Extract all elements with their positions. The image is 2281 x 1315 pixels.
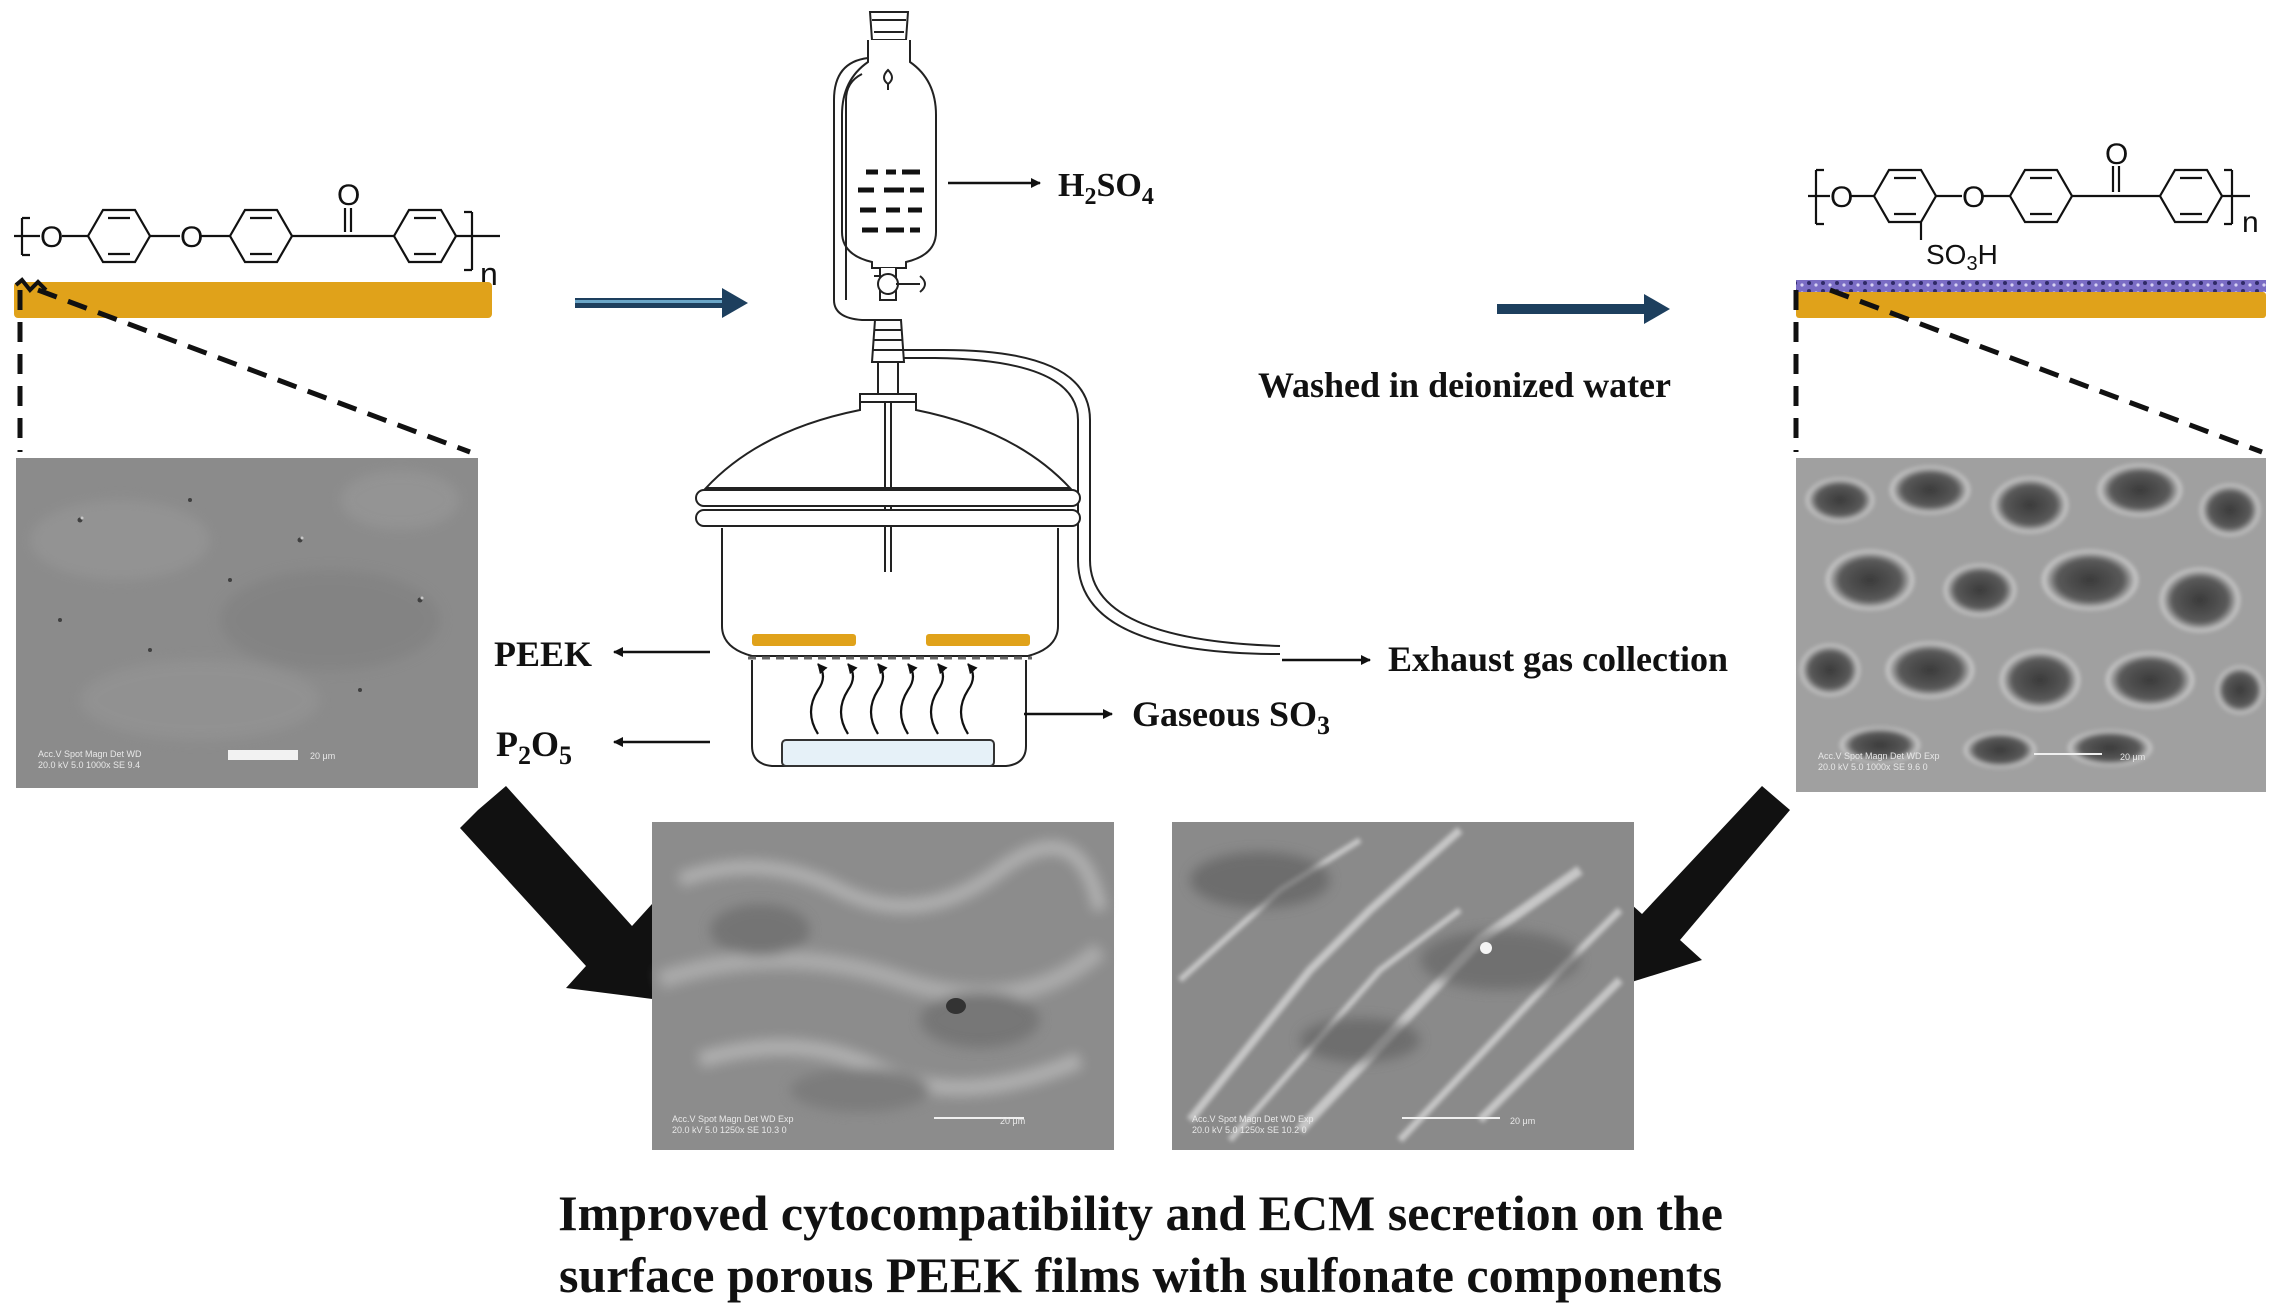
sulfonated-peek-structure	[1808, 166, 2250, 240]
sem-scale-label: 20 μm	[2120, 752, 2145, 762]
sem-scale-label: 20 μm	[310, 751, 335, 761]
sem-scale-label: 20 μm	[1000, 1116, 1025, 1126]
peek-film-right	[1796, 292, 2266, 318]
sem-image-cells-sulfonated-peek: Acc.V Spot Magn Det WD Exp 20.0 kV 5.0 1…	[1172, 822, 1634, 1150]
sem-image-cells-peek: Acc.V Spot Magn Det WD Exp 20.0 kV 5.0 1…	[652, 822, 1114, 1150]
peek-film-left	[14, 282, 492, 318]
result-arrows	[460, 786, 1790, 1000]
label-arrows	[613, 178, 1371, 747]
sem-image-smooth-peek: Acc.V Spot Magn Det WD 20.0 kV 5.0 1000x…	[16, 458, 478, 788]
zoom-lines-right	[1793, 287, 2263, 455]
label-washed-deionized-water: Washed in deionized water	[1258, 365, 1671, 405]
chem-atom-o: O	[1962, 181, 1985, 214]
chem-sulfonate-group: SO3H	[1926, 239, 1998, 275]
peek-structure-left	[14, 208, 500, 272]
peek-sample	[926, 634, 1030, 646]
label-gaseous-so3: Gaseous SO3	[1132, 694, 1330, 740]
label-h2so4: H2SO4	[1058, 167, 1154, 210]
caption-line-2: surface porous PEEK films with sulfonate…	[558, 1247, 1722, 1303]
sem-info-line1: Acc.V Spot Magn Det WD Exp	[1818, 751, 1940, 761]
label-exhaust-gas-collection: Exhaust gas collection	[1388, 639, 1728, 679]
sem-info-line2: 20.0 kV 5.0 1000x SE 9.6 0	[1818, 762, 1928, 772]
chem-atom-o: O	[337, 179, 360, 212]
sem-info-line2: 20.0 kV 5.0 1250x SE 10.2 0	[1192, 1125, 1307, 1135]
chem-atom-o: O	[2105, 138, 2128, 171]
chem-atom-o: O	[1830, 181, 1853, 214]
chem-atom-o: O	[40, 221, 63, 254]
label-peek: PEEK	[494, 634, 592, 674]
sem-image-porous-peek: Acc.V Spot Magn Det WD Exp 20.0 kV 5.0 1…	[1796, 458, 2266, 792]
sulfonated-layer	[1796, 280, 2266, 292]
chem-repeat-n: n	[2242, 206, 2259, 239]
sulfonation-apparatus	[695, 11, 1281, 767]
zoom-lines-left	[17, 287, 471, 455]
chem-atom-o: O	[180, 221, 203, 254]
sem-scale-label: 20 μm	[1510, 1116, 1535, 1126]
sem-info-line1: Acc.V Spot Magn Det WD Exp	[672, 1114, 794, 1124]
sem-info-line1: Acc.V Spot Magn Det WD	[38, 749, 142, 759]
sem-info-line2: 20.0 kV 5.0 1000x SE 9.4	[38, 760, 140, 770]
sem-info-line2: 20.0 kV 5.0 1250x SE 10.3 0	[672, 1125, 787, 1135]
sem-info-line1: Acc.V Spot Magn Det WD Exp	[1192, 1114, 1314, 1124]
label-p2o5: P2O5	[496, 724, 572, 770]
peek-sample	[752, 634, 856, 646]
process-arrow-right	[1497, 294, 1670, 324]
process-arrow-left	[575, 288, 748, 318]
caption-line-1: Improved cytocompatibility and ECM secre…	[558, 1185, 1723, 1241]
